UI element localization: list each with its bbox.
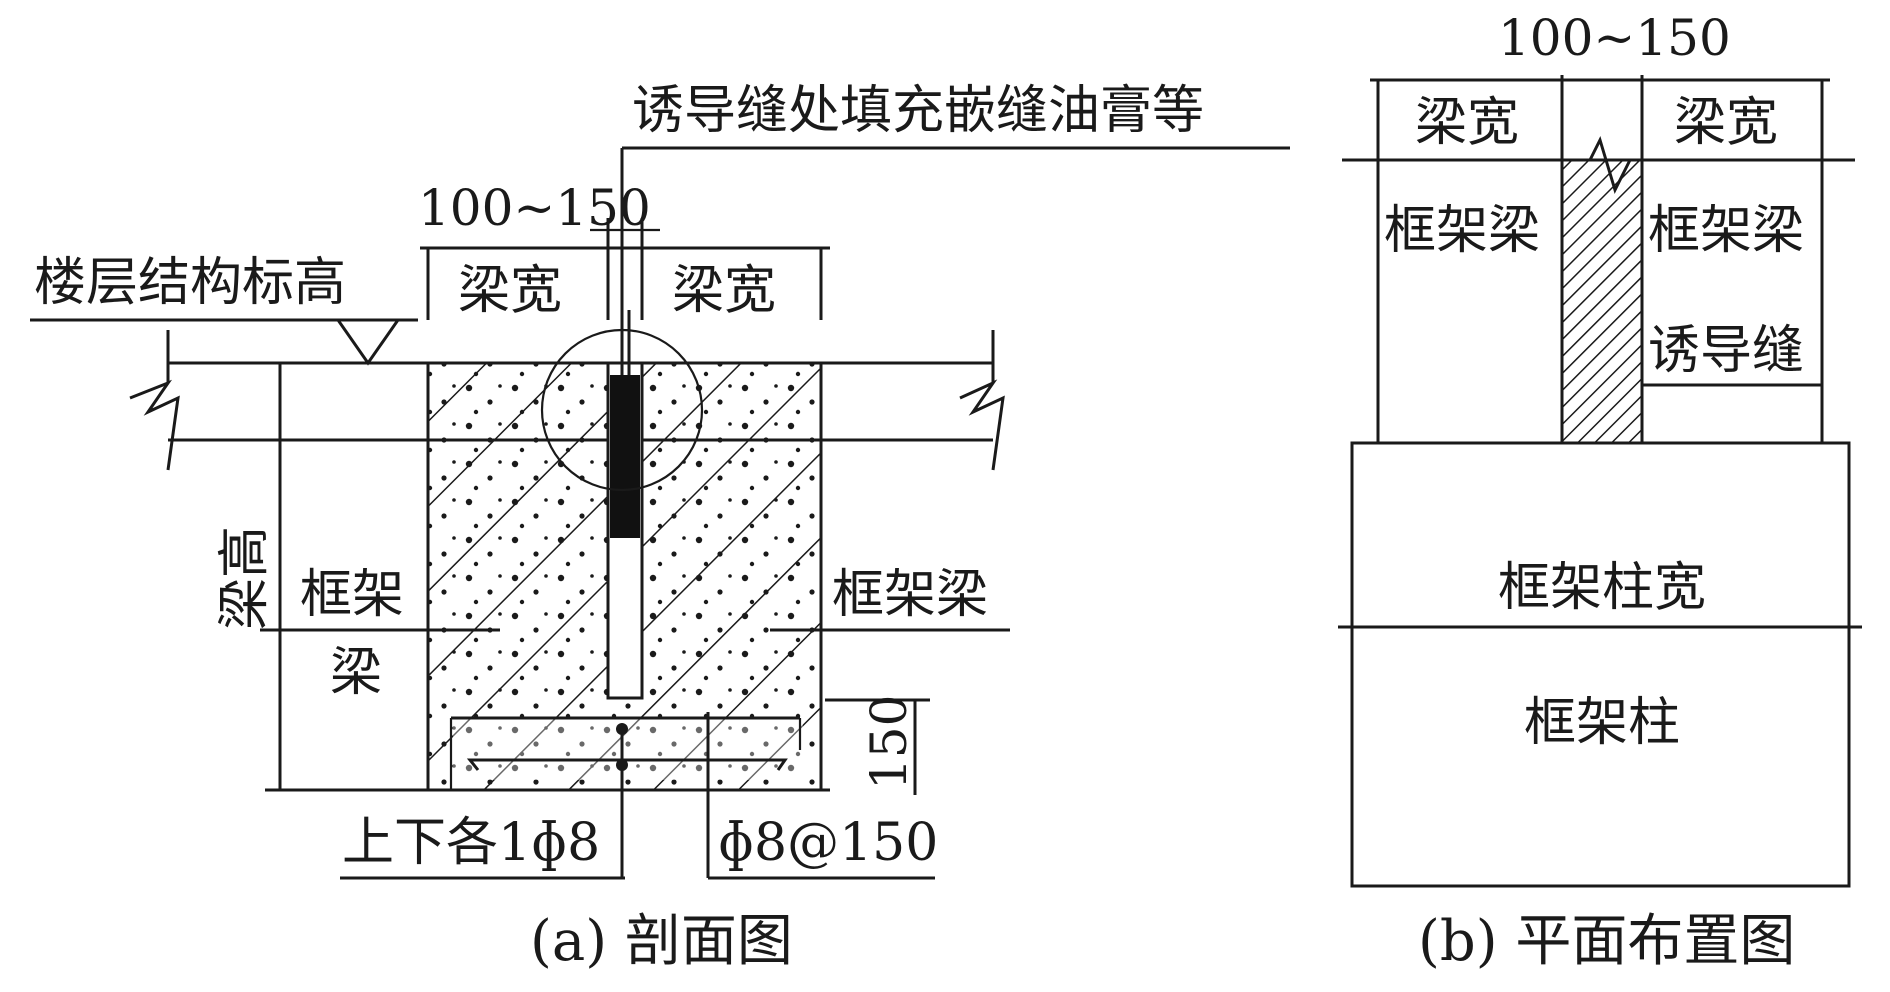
plan-column-width-label: 框架柱宽: [1498, 558, 1706, 618]
section-caption: (a) 剖面图: [530, 909, 793, 974]
beam-height-dimension: [265, 361, 830, 792]
plan-induced-joint-label: 诱导缝: [1648, 321, 1804, 381]
plan-caption: (b) 平面布置图: [1418, 909, 1795, 974]
plan-frame-beam-right-label: 框架梁: [1648, 201, 1804, 261]
plan-beam-width-left-label: 梁宽: [1415, 93, 1519, 153]
plan-view: 100~150 梁宽 梁宽 框架梁 框架梁 诱导缝 框架柱宽 框架柱 (b) 平…: [1338, 9, 1862, 974]
floor-level-label: 楼层结构标高: [34, 253, 346, 313]
floor-level-marker: [30, 318, 418, 366]
joint-note-label: 诱导缝处填充嵌缝油膏等: [632, 81, 1204, 141]
frame-beam-left-line1: 框架: [300, 565, 404, 625]
bottom-150-dimension: [825, 698, 930, 795]
plan-gap-dimension-label: 100~150: [1498, 9, 1731, 67]
frame-beam-left-line2: 梁: [330, 643, 382, 703]
gap-dimension-label: 100~150: [418, 179, 651, 237]
beam-width-dimension: [420, 218, 830, 320]
plan-beam-width-right-label: 梁宽: [1674, 93, 1778, 153]
frame-beam-right-label: 框架梁: [832, 565, 988, 625]
plan-column: [1338, 441, 1862, 888]
bottom-rebar: [340, 712, 935, 880]
beam-width-right-label: 梁宽: [672, 261, 776, 321]
beam-height-label: 梁高: [215, 526, 275, 630]
beam-width-left-label: 梁宽: [458, 261, 562, 321]
plan-induced-joint: [1560, 135, 1822, 445]
rebar-right-label: ɸ8@150: [718, 813, 938, 873]
rebar-left-label: 上下各1ɸ8: [342, 813, 600, 873]
plan-frame-beam-left-label: 框架梁: [1384, 201, 1540, 261]
plan-column-label: 框架柱: [1524, 693, 1680, 753]
induced-joint-groove: [540, 148, 704, 700]
section-view: 诱导缝处填充嵌缝油膏等 100~150 楼层结构标高 梁宽 梁宽 梁高 框架 梁…: [30, 81, 1290, 974]
bottom-dimension-label: 150: [860, 695, 918, 790]
detail-circle: [540, 328, 704, 492]
